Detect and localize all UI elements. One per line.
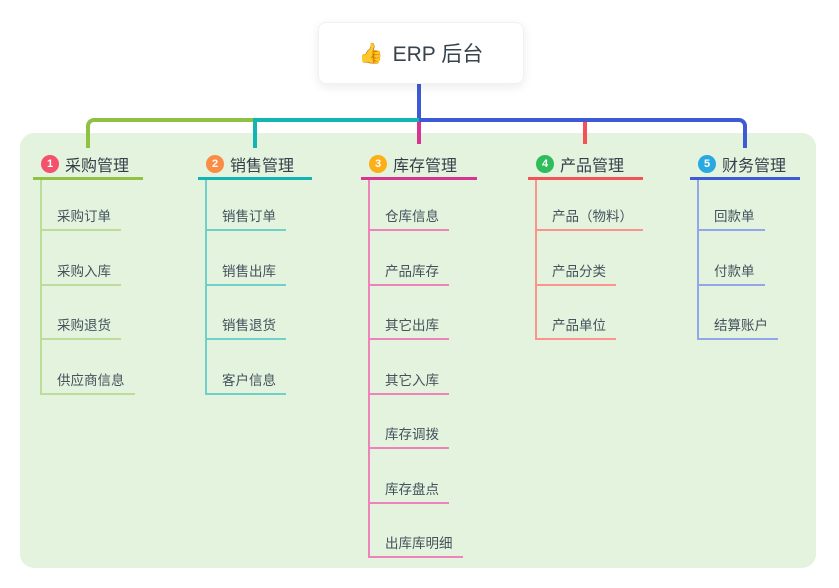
branch-number-badge: 3 bbox=[369, 155, 387, 173]
mindmap-node[interactable]: 产品分类 bbox=[535, 231, 616, 286]
branch-number-badge: 1 bbox=[41, 155, 59, 173]
branch-child-line bbox=[40, 180, 42, 395]
mindmap-node[interactable]: 产品库存 bbox=[368, 231, 449, 286]
mindmap-node[interactable]: 产品（物料） bbox=[535, 180, 643, 231]
connector-bus-green bbox=[86, 118, 255, 148]
branch-inventory: 3 库存管理 仓库信息 产品库存 其它出库 其它入库 库存调拨 库存盘点 出库库… bbox=[361, 151, 477, 558]
mindmap-node[interactable]: 其它出库 bbox=[368, 286, 449, 340]
branch-child-line bbox=[205, 180, 207, 395]
connector-bus-teal bbox=[253, 118, 423, 148]
mindmap-node[interactable]: 采购订单 bbox=[40, 180, 121, 231]
branch-finance: 5 财务管理 回款单 付款单 结算账户 bbox=[690, 151, 800, 340]
branch-purchase-title[interactable]: 1 采购管理 bbox=[33, 151, 143, 180]
mindmap-node[interactable]: 仓库信息 bbox=[368, 180, 449, 231]
mindmap-node[interactable]: 销售出库 bbox=[205, 231, 286, 286]
mindmap-node[interactable]: 其它入库 bbox=[368, 340, 449, 395]
branch-number-badge: 2 bbox=[206, 155, 224, 173]
mindmap-node[interactable]: 采购入库 bbox=[40, 231, 121, 286]
branch-title-label: 采购管理 bbox=[65, 158, 130, 175]
mindmap-canvas-background bbox=[20, 133, 816, 568]
branch-product: 4 产品管理 产品（物料） 产品分类 产品单位 bbox=[528, 151, 643, 340]
mindmap-node[interactable]: 销售订单 bbox=[205, 180, 286, 231]
root-connector-line bbox=[417, 82, 421, 122]
branch-product-title[interactable]: 4 产品管理 bbox=[528, 151, 643, 180]
mindmap-node[interactable]: 库存盘点 bbox=[368, 449, 449, 504]
branch-purchase: 1 采购管理 采购订单 采购入库 采购退货 供应商信息 bbox=[33, 151, 143, 395]
branch-child-line bbox=[368, 180, 370, 558]
mindmap-node[interactable]: 产品单位 bbox=[535, 286, 616, 340]
branch-sales-title[interactable]: 2 销售管理 bbox=[198, 151, 312, 180]
mindmap-node[interactable]: 供应商信息 bbox=[40, 340, 135, 395]
mindmap-node[interactable]: 出库库明细 bbox=[368, 504, 463, 558]
mindmap-node[interactable]: 库存调拨 bbox=[368, 395, 449, 449]
connector-drop-red bbox=[583, 122, 587, 144]
mindmap-node[interactable]: 采购退货 bbox=[40, 286, 121, 340]
branch-child-line bbox=[535, 180, 537, 340]
mindmap-node[interactable]: 付款单 bbox=[697, 231, 765, 286]
thumbs-up-icon: 👍 bbox=[358, 42, 384, 65]
branch-title-label: 销售管理 bbox=[230, 158, 295, 175]
root-node-label: ERP 后台 bbox=[392, 43, 484, 66]
connector-drop-magenta bbox=[417, 122, 421, 144]
mindmap-node[interactable]: 回款单 bbox=[697, 180, 765, 231]
mindmap-node[interactable]: 结算账户 bbox=[697, 286, 778, 340]
branch-title-label: 财务管理 bbox=[722, 158, 787, 175]
branch-title-label: 产品管理 bbox=[560, 158, 625, 175]
root-node[interactable]: 👍 ERP 后台 bbox=[318, 22, 524, 84]
branch-sales: 2 销售管理 销售订单 销售出库 销售退货 客户信息 bbox=[198, 151, 312, 395]
mindmap-node[interactable]: 销售退货 bbox=[205, 286, 286, 340]
branch-finance-title[interactable]: 5 财务管理 bbox=[690, 151, 800, 180]
mindmap-node[interactable]: 客户信息 bbox=[205, 340, 286, 395]
branch-inventory-title[interactable]: 3 库存管理 bbox=[361, 151, 477, 180]
branch-child-line bbox=[697, 180, 699, 340]
branch-title-label: 库存管理 bbox=[393, 158, 458, 175]
branch-number-badge: 4 bbox=[536, 155, 554, 173]
connector-bus-blue bbox=[419, 118, 747, 148]
branch-number-badge: 5 bbox=[698, 155, 716, 173]
